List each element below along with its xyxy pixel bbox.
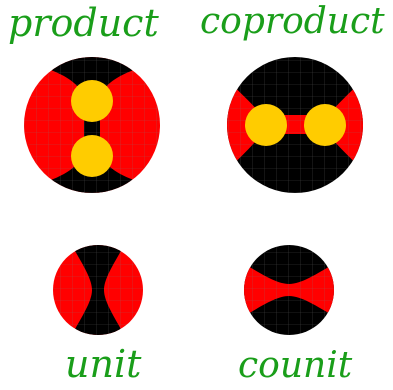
- coproduct-yellow-disk-right: [304, 104, 346, 146]
- product-label: product: [8, 1, 159, 45]
- product-diagram: [24, 57, 160, 193]
- coproduct-label: coproduct: [200, 1, 385, 42]
- counit-diagram: [244, 245, 334, 335]
- coproduct-yellow-disk-left: [245, 104, 287, 146]
- counit-label: counit: [238, 345, 353, 386]
- unit-diagram: [53, 245, 143, 335]
- coproduct-diagram: [227, 57, 363, 193]
- unit-label: unit: [65, 342, 142, 386]
- product-yellow-disk-bottom: [71, 135, 113, 177]
- product-yellow-disk-top: [71, 80, 113, 122]
